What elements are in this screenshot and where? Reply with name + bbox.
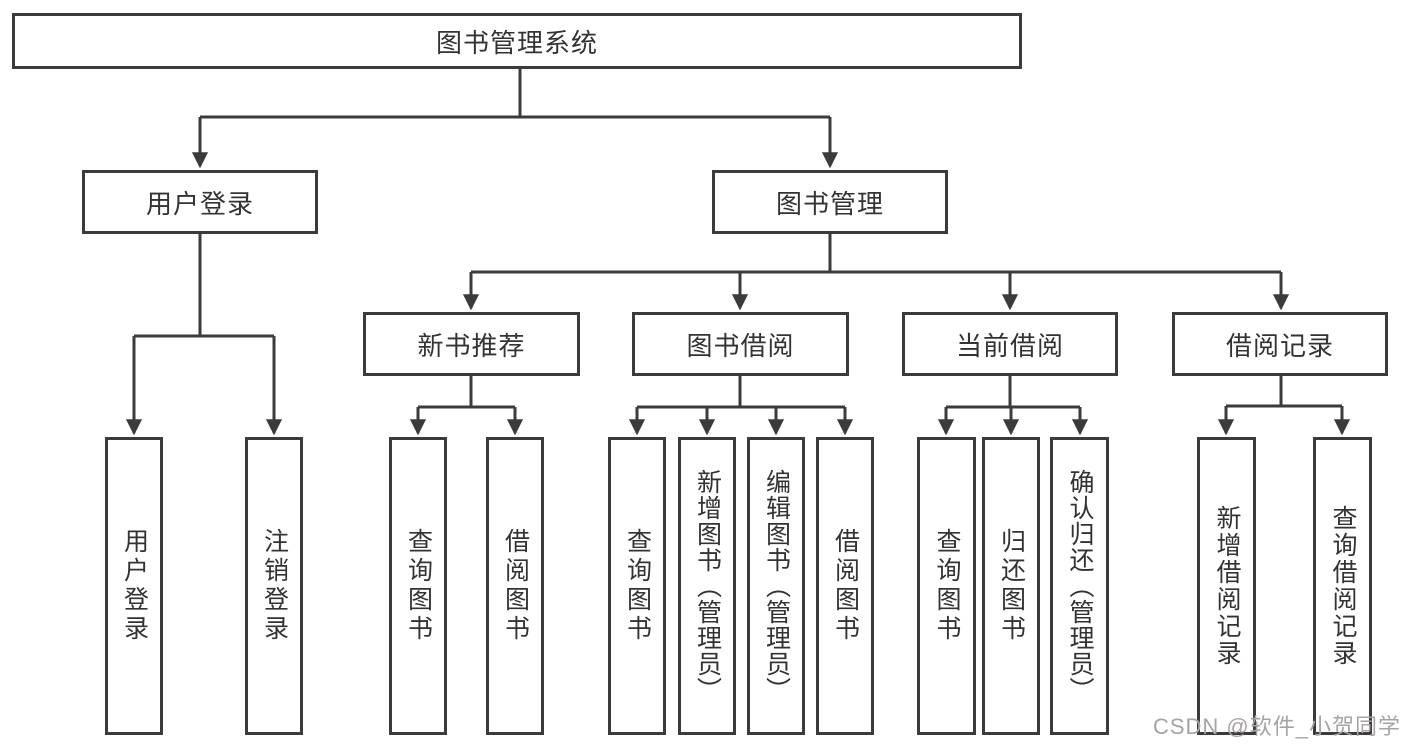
connector-new-books-children: [409, 376, 524, 436]
node-user-login: 用户登录: [82, 170, 318, 234]
leaf-records-add: 新增借阅记录: [1197, 437, 1256, 735]
leaf-borrow-query: 查询图书: [608, 437, 666, 735]
leaf-current-return: 归还图书: [982, 437, 1040, 735]
leaf-records-query-label: 查询借阅记录: [1329, 505, 1357, 667]
leaf-current-query: 查询图书: [917, 437, 976, 735]
node-borrow-records: 借阅记录: [1172, 312, 1388, 376]
leaf-current-confirm-admin: 确认归还（管理员）: [1050, 437, 1109, 735]
node-current-borrow: 当前借阅: [902, 312, 1118, 376]
connector-records-children: [1217, 376, 1351, 436]
watermark: CSDN @软件_小贺同学: [1152, 714, 1401, 739]
leaf-current-query-label: 查询图书: [933, 528, 961, 644]
node-book-management-label: 图书管理: [775, 188, 884, 219]
node-new-book-recommend: 新书推荐: [363, 312, 580, 376]
connector-borrow-children: [628, 376, 854, 436]
leaf-borrow-add-admin: 新增图书（管理员）: [678, 437, 736, 735]
leaf-newbooks-query: 查询图书: [389, 437, 447, 735]
node-book-management: 图书管理: [712, 170, 948, 234]
leaf-current-confirm-admin-label: 确认归还（管理员）: [1066, 469, 1094, 703]
leaf-logout-label: 注销登录: [260, 528, 289, 644]
node-book-borrow-label: 图书借阅: [686, 330, 795, 361]
leaf-borrow-query-label: 查询图书: [623, 528, 652, 644]
connector-root-to-level1: [191, 68, 839, 169]
leaf-current-return-label: 归还图书: [997, 528, 1026, 644]
leaf-borrow-add-admin-label: 新增图书（管理员）: [693, 469, 722, 703]
node-book-borrow: 图书借阅: [632, 312, 849, 376]
leaf-records-add-label: 新增借阅记录: [1213, 505, 1241, 667]
leaf-user-login: 用户登录: [105, 437, 163, 735]
node-current-borrow-label: 当前借阅: [955, 330, 1064, 361]
leaf-logout: 注销登录: [245, 437, 303, 735]
leaf-newbooks-borrow: 借阅图书: [486, 437, 544, 735]
node-user-login-label: 用户登录: [145, 188, 254, 219]
connector-current-children: [937, 376, 1089, 436]
connector-user-login-children: [125, 234, 283, 436]
node-borrow-records-label: 借阅记录: [1225, 330, 1334, 361]
node-new-book-recommend-label: 新书推荐: [417, 330, 526, 361]
leaf-borrow-edit-admin-label: 编辑图书（管理员）: [762, 469, 791, 703]
leaf-records-query: 查询借阅记录: [1313, 437, 1372, 735]
leaf-borrow-borrow-label: 借阅图书: [831, 528, 860, 644]
connector-book-mgmt-children: [462, 234, 1290, 311]
node-root-label: 图书管理系统: [435, 27, 598, 58]
node-root: 图书管理系统: [12, 13, 1022, 69]
leaf-newbooks-query-label: 查询图书: [404, 528, 433, 644]
leaf-newbooks-borrow-label: 借阅图书: [501, 528, 530, 644]
leaf-borrow-edit-admin: 编辑图书（管理员）: [747, 437, 805, 735]
leaf-user-login-label: 用户登录: [120, 528, 149, 644]
leaf-borrow-borrow: 借阅图书: [816, 437, 874, 735]
